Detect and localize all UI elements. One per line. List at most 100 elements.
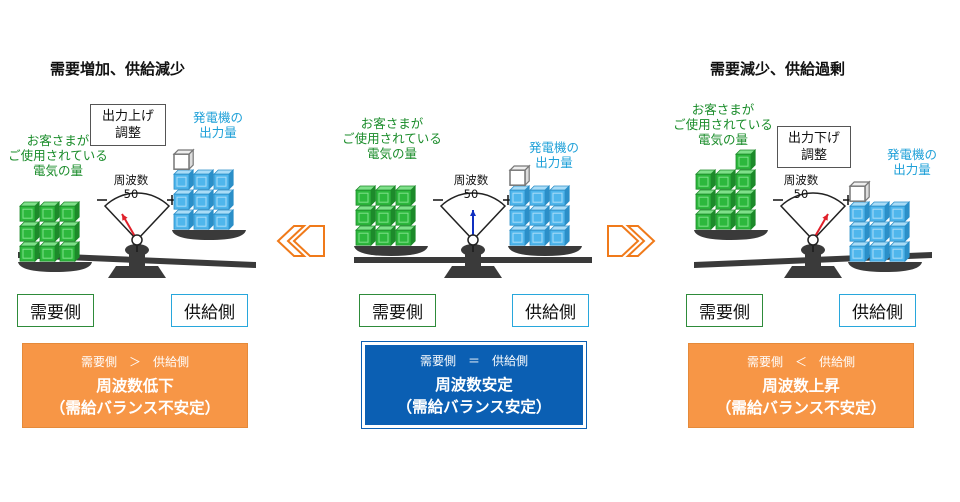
panel2-gauge-value: 50	[463, 187, 479, 201]
blue-cube	[173, 209, 195, 231]
left-pan	[354, 246, 428, 256]
text-line: 出力量	[535, 155, 573, 170]
scale-base	[108, 266, 166, 278]
empty-cube	[848, 180, 871, 203]
panel3-result-line2: （需給バランス不安定）	[715, 398, 887, 417]
panel3-gauge-value: 50	[793, 187, 809, 201]
green-cube	[395, 205, 417, 227]
text-line: ご使用されている	[8, 148, 108, 163]
right-pan	[508, 246, 582, 256]
text-line: 調整	[800, 148, 827, 163]
panel3-gauge-title: 周波数	[783, 173, 819, 187]
blue-cube	[509, 205, 531, 227]
empty-cube	[508, 164, 531, 187]
right-double-chevron-icon	[607, 225, 656, 257]
panel1-gauge-value: 50	[123, 187, 139, 201]
panel2-supply-label: 発電機の出力量	[519, 140, 589, 170]
panel3-heading: 需要減少、供給過剰	[710, 60, 846, 78]
text-line: 出力量	[199, 125, 237, 140]
text-line: 電気の量	[32, 163, 83, 178]
panel3-demand-side: 需要側	[686, 294, 763, 327]
panel3-supply-label: 発電機の出力量	[877, 147, 947, 177]
green-cube	[19, 241, 41, 263]
panel3-balance-scale	[694, 149, 932, 278]
left-pan	[694, 230, 768, 240]
green-cube	[19, 201, 41, 223]
blue-cube	[193, 209, 215, 231]
panel2-balance-scale	[354, 164, 592, 278]
panel2-demand-side: 需要側	[359, 294, 436, 327]
panel1-supply-label: 発電機の出力量	[183, 110, 253, 140]
panel1-balance-scale	[18, 148, 256, 278]
text-line: 出力下げ	[787, 131, 840, 146]
text-line: 発電機の	[886, 147, 937, 162]
green-cube	[715, 169, 737, 191]
blue-cube	[193, 169, 215, 191]
panel1-result-line1: 周波数低下	[96, 376, 174, 395]
scale-beam	[354, 257, 592, 263]
green-cube	[19, 221, 41, 243]
left-pan	[18, 262, 92, 272]
panel3-demand-label: お客さまがご使用されている電気の量	[667, 102, 779, 147]
panel1-demand-label: お客さまがご使用されている電気の量	[2, 133, 114, 178]
panel1-heading: 需要増加、供給減少	[50, 60, 186, 78]
panel2-supply-side: 供給側	[512, 294, 589, 327]
green-cube	[59, 241, 81, 263]
blue-cube	[509, 185, 531, 207]
green-cube	[695, 189, 717, 211]
blue-cube	[889, 241, 911, 263]
green-cube	[735, 209, 757, 231]
blue-cube	[529, 225, 551, 247]
green-cube	[355, 225, 377, 247]
text-line: お客さまが	[26, 133, 90, 148]
panel2-gauge-title: 周波数	[453, 173, 489, 187]
text-line: 調整	[114, 126, 141, 141]
blue-cube	[173, 189, 195, 211]
text-line: 発電機の	[192, 110, 243, 125]
text-line: お客さまが	[691, 102, 755, 117]
gauge-needle-tip	[470, 210, 476, 216]
blue-cube	[173, 169, 195, 191]
panel2-result-line1: 周波数安定	[435, 376, 513, 394]
green-cube	[735, 149, 757, 171]
blue-cube	[869, 221, 891, 243]
blue-cube	[889, 201, 911, 223]
panel3-result-box: 需要側 ＜ 供給側 周波数上昇 （需給バランス不安定）	[688, 343, 914, 428]
text-line: 電気の量	[697, 132, 748, 147]
blue-cube	[529, 205, 551, 227]
panel3-result-relation: 需要側 ＜ 供給側	[746, 354, 855, 369]
green-cube	[375, 205, 397, 227]
green-cube	[735, 189, 757, 211]
blue-cube	[213, 169, 235, 191]
panel2-demand-label: お客さまがご使用されている電気の量	[336, 116, 448, 161]
green-cube	[39, 221, 61, 243]
panel1-gauge-title: 周波数	[113, 173, 149, 187]
blue-cube	[549, 185, 571, 207]
panel3-supply-side: 供給側	[839, 294, 916, 327]
gauge-needle-tip	[822, 214, 828, 221]
gauge-needle-tip	[122, 214, 128, 221]
blue-cube	[549, 225, 571, 247]
gauge-hub	[467, 234, 479, 246]
scale-base	[784, 266, 842, 278]
green-cube	[395, 225, 417, 247]
text-line: ご使用されている	[342, 131, 442, 146]
blue-cube	[849, 201, 871, 223]
green-cube	[715, 189, 737, 211]
green-cube	[695, 209, 717, 231]
blue-cube	[193, 189, 215, 211]
text-line: お客さまが	[360, 116, 424, 131]
blue-cube	[889, 221, 911, 243]
blue-cube	[869, 201, 891, 223]
panel1-result-relation: 需要側 ＞ 供給側	[80, 354, 189, 369]
text-line: ご使用されている	[673, 117, 773, 132]
green-cube	[355, 205, 377, 227]
green-cube	[395, 185, 417, 207]
blue-cube	[849, 241, 871, 263]
panel2-result-line2: （需給バランス安定）	[396, 398, 552, 416]
right-pan	[848, 262, 922, 272]
blue-cube	[869, 241, 891, 263]
gauge-hub	[807, 234, 819, 246]
green-cube	[59, 201, 81, 223]
green-cube	[39, 241, 61, 263]
